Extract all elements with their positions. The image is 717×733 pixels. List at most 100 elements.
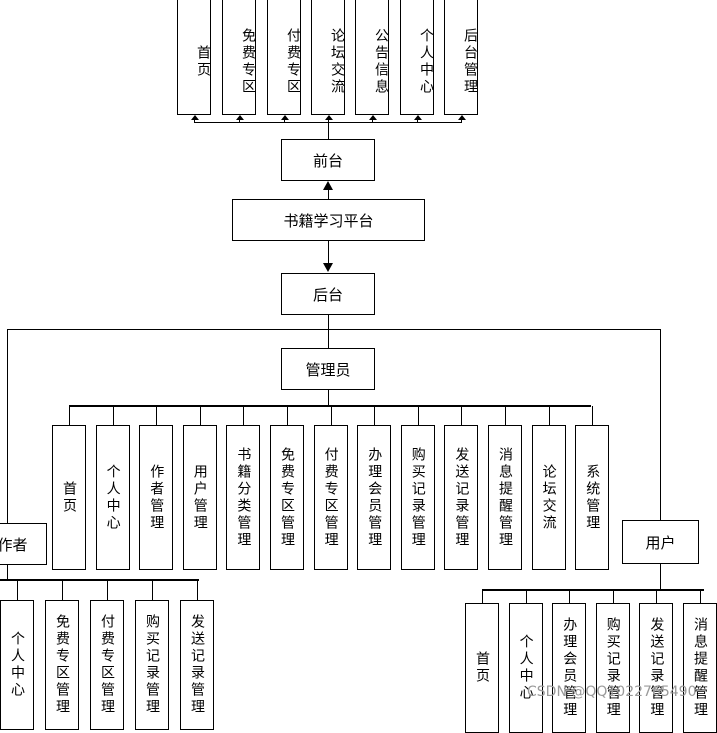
frontend-item-backend-admin: 后台管理 — [444, 0, 478, 115]
frontend-item-connector — [372, 119, 373, 123]
admin-item-connector — [592, 406, 593, 425]
admin-item-label: 发送记录管理 — [453, 446, 470, 549]
user-item: 个人中心 — [508, 603, 543, 733]
author-item: 个人中心 — [0, 600, 34, 730]
author-item-label: 个人中心 — [9, 631, 25, 699]
backend-node: 后台 — [281, 273, 375, 315]
frontend-item-free-zone: 免费专区 — [222, 0, 256, 115]
admin-item-label: 书籍分类管理 — [235, 446, 252, 549]
admin-item-label: 个人中心 — [104, 463, 121, 532]
admin-item-label: 作者管理 — [148, 463, 165, 532]
backend-bus — [7, 329, 661, 330]
user-item-connector — [569, 590, 570, 603]
frontend-item-connector — [328, 119, 329, 123]
user-item-connector — [482, 590, 483, 603]
author-item-connector — [107, 580, 108, 600]
admin-stem — [328, 390, 329, 406]
author-item: 付费专区管理 — [90, 600, 124, 730]
admin-item-connector — [505, 406, 506, 425]
admin-item-label: 首页 — [61, 480, 77, 515]
user-item-label: 首页 — [474, 651, 490, 685]
admin-item-label: 办理会员管理 — [366, 446, 383, 549]
arrowhead — [191, 115, 199, 120]
admin-item: 消息提醒管理 — [488, 425, 522, 570]
admin-item-label: 系统管理 — [584, 463, 601, 532]
author-item-label: 发送记录管理 — [189, 614, 205, 716]
admin-item-connector — [243, 406, 244, 425]
author-node: 作者 — [0, 523, 47, 565]
admin-item: 个人中心 — [95, 425, 130, 570]
admin-item: 用户管理 — [182, 425, 217, 570]
author-item-connector — [197, 580, 198, 600]
author-item-connector — [152, 580, 153, 600]
backend-to-user-line — [660, 329, 661, 520]
user-node: 用户 — [622, 520, 699, 564]
admin-item: 作者管理 — [139, 425, 174, 570]
admin-item: 购买记录管理 — [400, 425, 435, 570]
frontend-node: 前台 — [281, 139, 375, 181]
root-node: 书籍学习平台 — [232, 199, 425, 241]
frontend-item-forum: 论坛交流 — [311, 0, 345, 115]
admin-item: 论坛交流 — [531, 425, 566, 570]
user-item-label: 消息提醒管理 — [692, 617, 708, 719]
frontend-item-connector — [284, 119, 285, 123]
up-arrowhead — [323, 181, 333, 190]
author-item: 免费专区管理 — [45, 600, 79, 730]
user-bus — [482, 589, 704, 591]
admin-item-connector — [69, 406, 70, 425]
user-item: 购买记录管理 — [595, 603, 630, 733]
admin-item-connector — [156, 406, 157, 425]
user-stem — [660, 564, 661, 590]
admin-item: 付费专区管理 — [313, 425, 348, 570]
admin-item: 发送记录管理 — [444, 425, 479, 570]
frontend-item-connector — [461, 119, 462, 123]
frontend-item-home: 首页 — [177, 0, 211, 115]
admin-item-label: 付费专区管理 — [322, 446, 339, 549]
arrowhead — [236, 115, 244, 120]
admin-item-label: 论坛交流 — [540, 463, 557, 532]
author-bus — [0, 579, 199, 581]
admin-item-connector — [549, 406, 550, 425]
admin-item: 免费专区管理 — [270, 425, 304, 570]
user-item-label: 个人中心 — [517, 634, 534, 702]
admin-item: 系统管理 — [575, 425, 610, 570]
backend-to-author-line — [7, 329, 8, 523]
user-item-connector — [656, 590, 657, 603]
author-item-connector — [17, 580, 18, 600]
admin-item-connector — [113, 406, 114, 425]
author-item: 购买记录管理 — [135, 600, 169, 730]
root-to-backend-line — [328, 241, 329, 263]
frontend-item-connector — [194, 119, 195, 123]
admin-item-connector — [331, 406, 332, 425]
user-item-label: 发送记录管理 — [648, 617, 665, 719]
admin-item-connector — [200, 406, 201, 425]
author-item-label: 免费专区管理 — [54, 614, 70, 716]
admin-item-label: 消息提醒管理 — [497, 446, 513, 549]
author-item-label: 付费专区管理 — [99, 614, 115, 716]
admin-item-connector — [461, 406, 462, 425]
backend-stem — [328, 315, 329, 348]
admin-item-connector — [374, 406, 375, 425]
user-item-connector — [700, 590, 701, 603]
author-stem — [7, 565, 8, 579]
frontend-item-paid-zone: 付费专区 — [267, 0, 301, 115]
admin-item: 办理会员管理 — [357, 425, 392, 570]
frontend-item-connector — [417, 119, 418, 123]
author-item-label: 购买记录管理 — [144, 614, 160, 716]
arrowhead — [369, 115, 377, 120]
arrowhead — [281, 115, 289, 120]
user-item: 消息提醒管理 — [683, 603, 717, 733]
frontend-item-personal-center: 个人中心 — [400, 0, 434, 115]
arrowhead — [414, 115, 422, 120]
watermark: CSDN @QQ1022765490 — [527, 684, 697, 700]
frontend-item-connector — [239, 119, 240, 123]
admin-item-connector — [287, 406, 288, 425]
admin-item-label: 用户管理 — [191, 463, 208, 532]
admin-item: 书籍分类管理 — [226, 425, 261, 570]
user-item: 首页 — [465, 603, 499, 733]
user-item-connector — [613, 590, 614, 603]
down-arrowhead — [323, 263, 333, 272]
user-item-connector — [526, 590, 527, 603]
author-item: 发送记录管理 — [180, 600, 214, 730]
